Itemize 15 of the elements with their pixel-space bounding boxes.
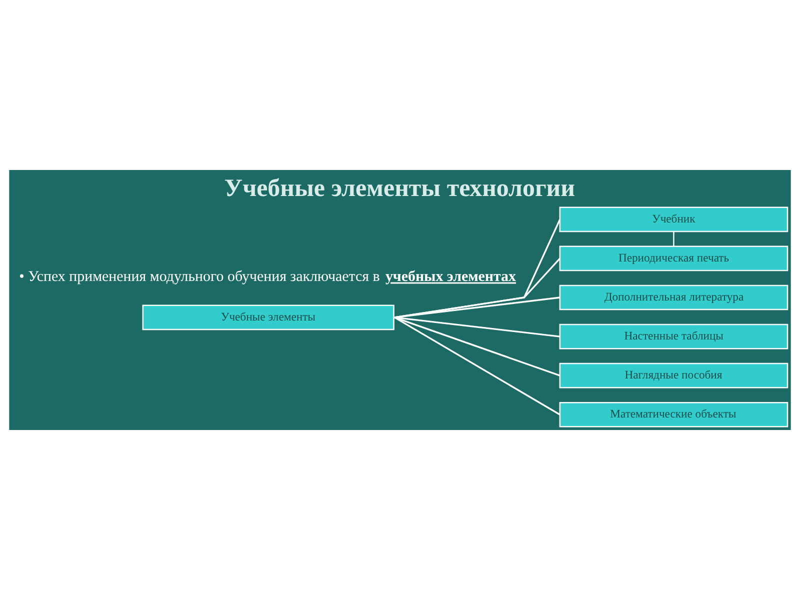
connector [394, 296, 560, 318]
connector [394, 316, 560, 416]
connector [394, 219, 561, 318]
label: • Успех применения модульного обучения заключается в учебных элементах [19, 269, 516, 286]
node-box: Настенные таблицы [559, 324, 788, 350]
connector [673, 231, 674, 246]
node-box: Учебник [559, 206, 788, 232]
connector [394, 316, 560, 376]
connector [394, 258, 561, 318]
node-box: Учебные элементы [142, 304, 394, 330]
node-box: Дополнительная литература [559, 284, 788, 310]
node-box: Математические объекты [559, 402, 788, 428]
diagram-title: Учебные элементы технологии [224, 174, 575, 202]
node-box: Наглядные пособия [559, 362, 788, 388]
node-box: Периодическая печать [559, 246, 788, 272]
